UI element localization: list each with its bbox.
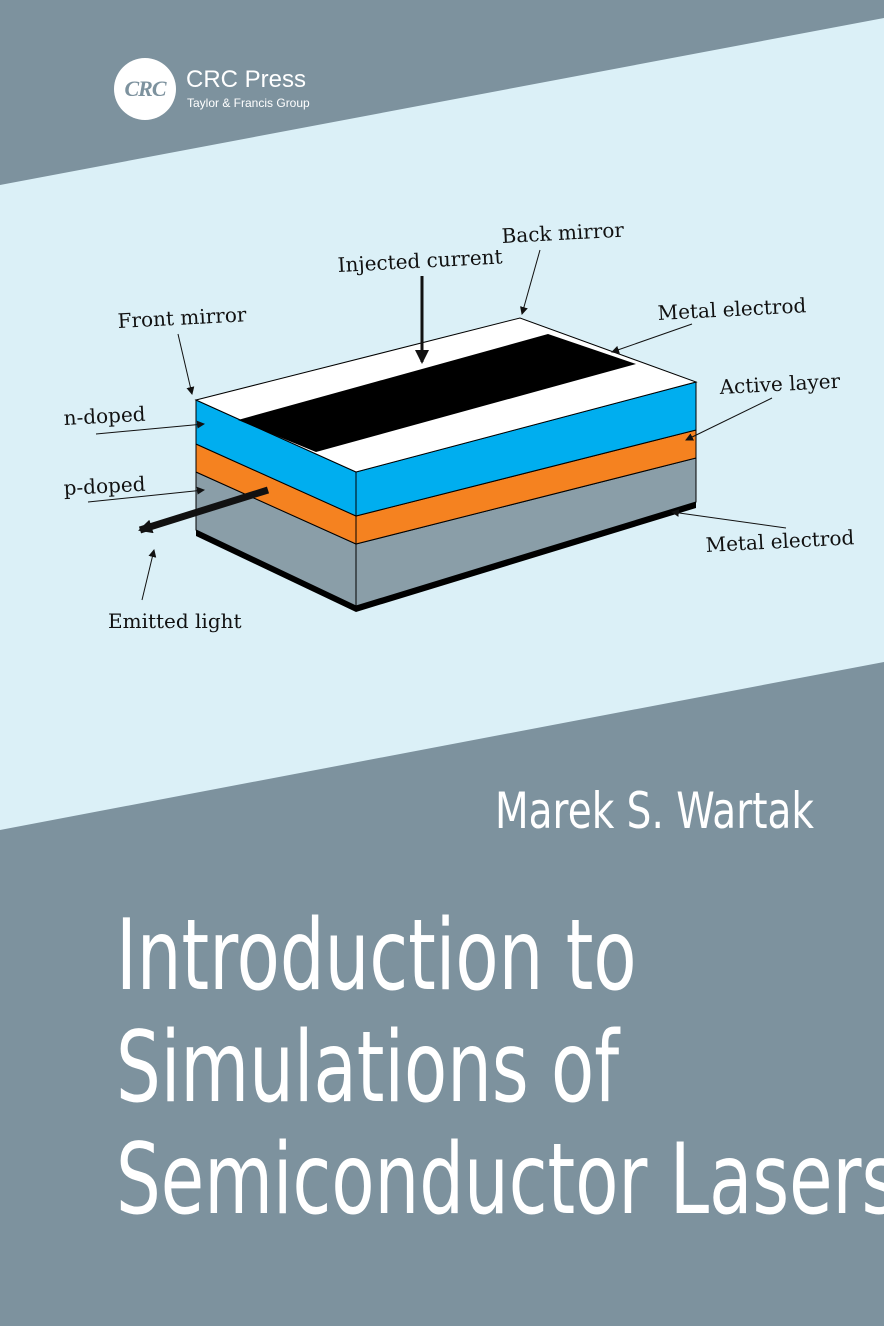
emitted-light-arrow [138,486,270,534]
crc-logo-icon [114,58,176,120]
n-doped-pointer [95,420,205,435]
title-line-3: Semiconductor Lasers [116,1123,884,1237]
label-metal-electrod-top: Metal electrod [657,293,807,325]
top-electrode-stripe [238,334,636,452]
bottom-electrode-edge-right [356,502,696,612]
label-active-layer: Active layer [718,369,841,399]
bottom-electrode-edge [196,530,356,612]
front-mirror-pointer [177,333,195,395]
label-metal-electrod-bottom: Metal electrod [705,525,855,557]
title-line-2: Simulations of [116,1011,620,1125]
publisher-group: Taylor & Francis Group [187,96,310,110]
p-doped-pointer [87,486,205,503]
metal-electrod-top-pointer [611,323,693,354]
label-n-doped: n-doped [63,402,146,430]
author-name: Marek S. Wartak [494,782,814,840]
metal-electrod-bottom-pointer [671,509,787,529]
label-back-mirror: Back mirror [501,218,625,248]
active-layer-pointer [685,397,773,441]
label-front-mirror: Front mirror [117,302,247,333]
label-injected-current: Injected current [337,244,503,277]
back-mirror-pointer [520,249,541,315]
emitted-light-pointer [141,549,157,601]
laser-diagram: Injected current Back mirror Front mirro… [63,218,855,633]
publisher-logo: CRC CRC Press Taylor & Francis Group [114,58,374,122]
logo-lettering: CRC [124,76,166,101]
publisher-name: CRC Press [186,66,307,93]
title-line-1: Introduction to [116,899,637,1013]
label-emitted-light: Emitted light [108,609,242,633]
book-title: Introduction to Simulations of Semicondu… [116,900,884,1236]
label-p-doped: p-doped [63,472,146,500]
